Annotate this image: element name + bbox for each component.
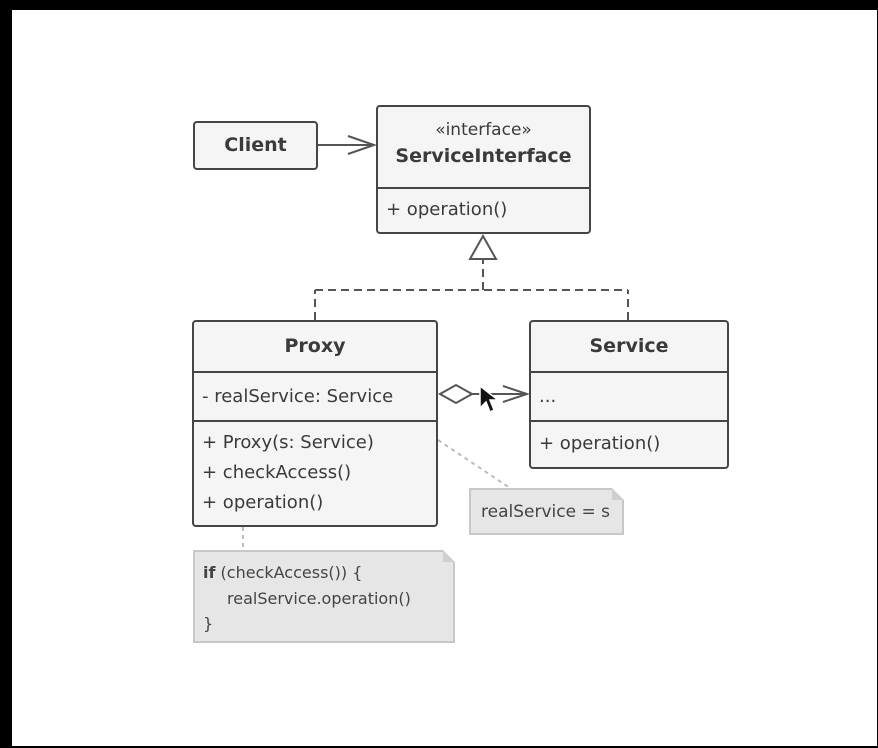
proxy-field: - realService: Service [194,371,436,420]
note-fold-corner [443,550,455,562]
note-constructor-text: realService = s [481,502,610,522]
note-connector-constructor [437,439,511,489]
note-line2: realService.operation() [227,589,411,608]
realization-lines [314,260,629,320]
client-dependency-arrow [318,135,378,155]
proxy-class: Proxy - realService: Service + Proxy(s: … [192,320,438,527]
service-interface-class: «interface» ServiceInterface + operation… [376,105,591,234]
service-field: ... [531,371,727,420]
note-if-keyword: if [203,563,216,582]
note-line3: } [203,614,214,633]
mouse-pointer-icon [479,384,500,414]
proxy-method-constructor: + Proxy(s: Service) [202,432,374,453]
service-method: + operation() [531,420,727,467]
client-class: Client [193,121,318,170]
proxy-method-operation: + operation() [202,492,324,513]
note-constructor: realService = s [469,488,624,535]
proxy-name: Proxy [284,335,346,357]
realization-arrowhead [468,233,498,260]
service-class: Service ... + operation() [529,320,729,469]
client-label: Client [224,134,287,156]
proxy-method-check-access: + checkAccess() [202,462,352,483]
interface-stereotype: «interface» [435,120,532,140]
proxy-methods: + Proxy(s: Service) + checkAccess() + op… [194,420,436,518]
note-line1: (checkAccess()) { [215,563,363,582]
note-operation: if (checkAccess()) { realService.operati… [193,550,455,643]
service-interface-method: + operation() [378,187,589,232]
service-name: Service [589,335,669,357]
note-fold-corner [612,488,624,500]
service-interface-name: ServiceInterface [395,145,572,167]
